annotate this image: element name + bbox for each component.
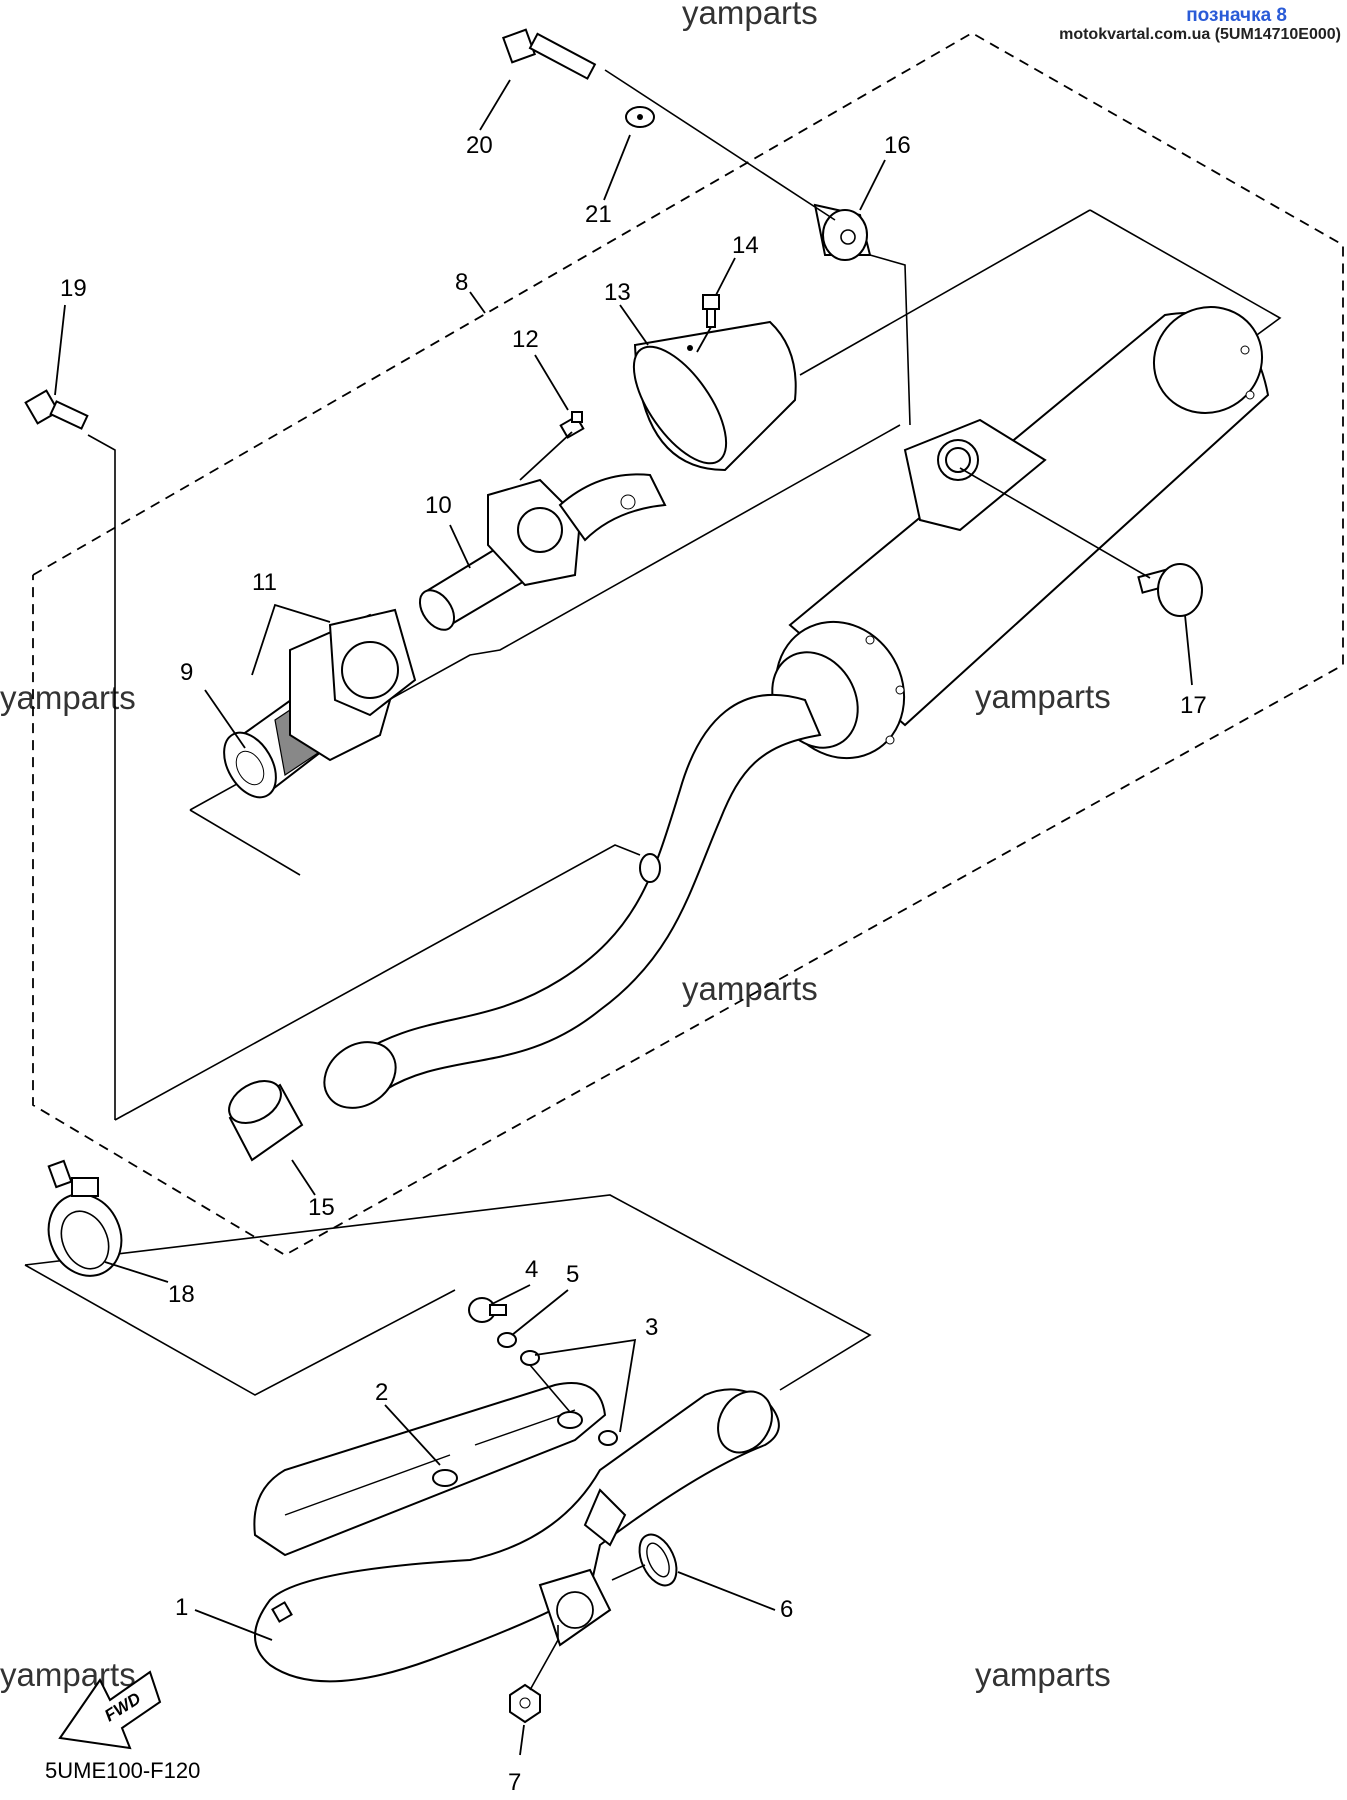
part-2-heat-shield [253, 1382, 607, 1557]
axis-line-6 [611, 1564, 646, 1581]
watermark-top: yamparts [682, 0, 818, 31]
muffler-frame-top [1089, 209, 1282, 341]
muffler-assembly-boundary [32, 31, 1344, 1257]
leader-12 [534, 354, 569, 411]
callout-7: 7 [508, 1769, 521, 1796]
part-12-screw [559, 411, 585, 439]
watermark-left: yamparts [0, 679, 136, 716]
leader-19-line [87, 434, 116, 1120]
part-20-bolt [501, 28, 597, 80]
leader-14 [715, 257, 736, 296]
leader-9 [204, 689, 246, 749]
leader-20 [479, 79, 511, 131]
internals-frame-bottom [189, 809, 301, 876]
leader-15 [291, 1159, 316, 1196]
axis-line-12 [519, 431, 573, 481]
header-frame [24, 1194, 872, 1391]
header-link[interactable]: позначка 8 [1186, 5, 1287, 26]
watermark-right: yamparts [975, 678, 1111, 715]
part-19-bolt [24, 389, 89, 430]
part-3-collar-top [520, 1350, 540, 1366]
leader-11 [251, 603, 331, 676]
axis-line-3 [529, 1364, 571, 1413]
part-7-nut [509, 1683, 541, 1724]
callout-20: 20 [466, 132, 493, 159]
part-18-clamp [47, 1159, 123, 1277]
callout-19: 19 [60, 275, 87, 302]
leader-1 [194, 1609, 273, 1641]
leader-13 [619, 304, 649, 346]
part-10-tail-pipe [418, 473, 667, 631]
callout-2: 2 [375, 1379, 388, 1406]
leader-2 [384, 1404, 441, 1466]
header-frame-left [24, 1264, 456, 1396]
callout-5: 5 [566, 1261, 579, 1288]
watermark-bottom-right: yamparts [975, 1656, 1111, 1693]
axis-line-16 [869, 254, 911, 426]
callout-12: 12 [512, 326, 539, 353]
part-11-gaskets [289, 608, 417, 762]
leader-3 [534, 1338, 637, 1433]
leader-19 [54, 304, 66, 396]
leader-6 [677, 1571, 776, 1611]
muffler-frame [114, 844, 641, 1121]
leader-4 [489, 1284, 531, 1306]
part-17-bolt [1137, 563, 1203, 617]
part-1-header-pipe [254, 1388, 780, 1683]
callout-15: 15 [308, 1194, 335, 1221]
axis-line-20 [604, 69, 836, 221]
callout-16: 16 [884, 132, 911, 159]
callout-3: 3 [645, 1314, 658, 1341]
axis-line-14 [696, 326, 712, 353]
leader-16 [859, 159, 886, 211]
axis-line-7 [529, 1625, 559, 1691]
watermark-center: yamparts [682, 970, 818, 1007]
header-source: motokvartal.com.ua (5UM14710E000) [1059, 26, 1341, 43]
part-6-gasket [638, 1533, 678, 1587]
leader-10 [449, 524, 471, 569]
diagram-code: 5UME100-F120 [45, 1758, 201, 1783]
part-14-screw [702, 294, 720, 328]
leader-7 [519, 1724, 525, 1756]
callout-21: 21 [585, 201, 612, 228]
callout-1: 1 [175, 1594, 188, 1621]
axis-line-17 [959, 467, 1151, 579]
part-15-gasket [228, 1080, 304, 1162]
watermark-bottom-left: yamparts [0, 1656, 136, 1693]
callout-17: 17 [1180, 692, 1207, 719]
callout-8: 8 [455, 269, 468, 296]
callout-4: 4 [525, 1256, 538, 1283]
callout-9: 9 [180, 659, 193, 686]
leader-8 [469, 291, 486, 314]
mid-pipe [323, 693, 822, 1109]
leader-5 [511, 1289, 569, 1336]
part-3-collar-bottom [598, 1430, 618, 1446]
leader-21 [603, 134, 631, 201]
silencer-bracket [903, 418, 1047, 532]
callout-14: 14 [732, 232, 759, 259]
leader-18 [104, 1261, 169, 1283]
callout-18: 18 [168, 1281, 195, 1308]
part-13-end-cap [632, 320, 797, 472]
part-4-bolt [468, 1297, 507, 1323]
muffler-frame-left [799, 209, 1091, 376]
leader-17 [1184, 614, 1193, 686]
callout-10: 10 [425, 492, 452, 519]
part-5-washer [497, 1332, 517, 1348]
callout-6: 6 [780, 1596, 793, 1623]
callout-13: 13 [604, 279, 631, 306]
callout-11: 11 [252, 569, 277, 596]
